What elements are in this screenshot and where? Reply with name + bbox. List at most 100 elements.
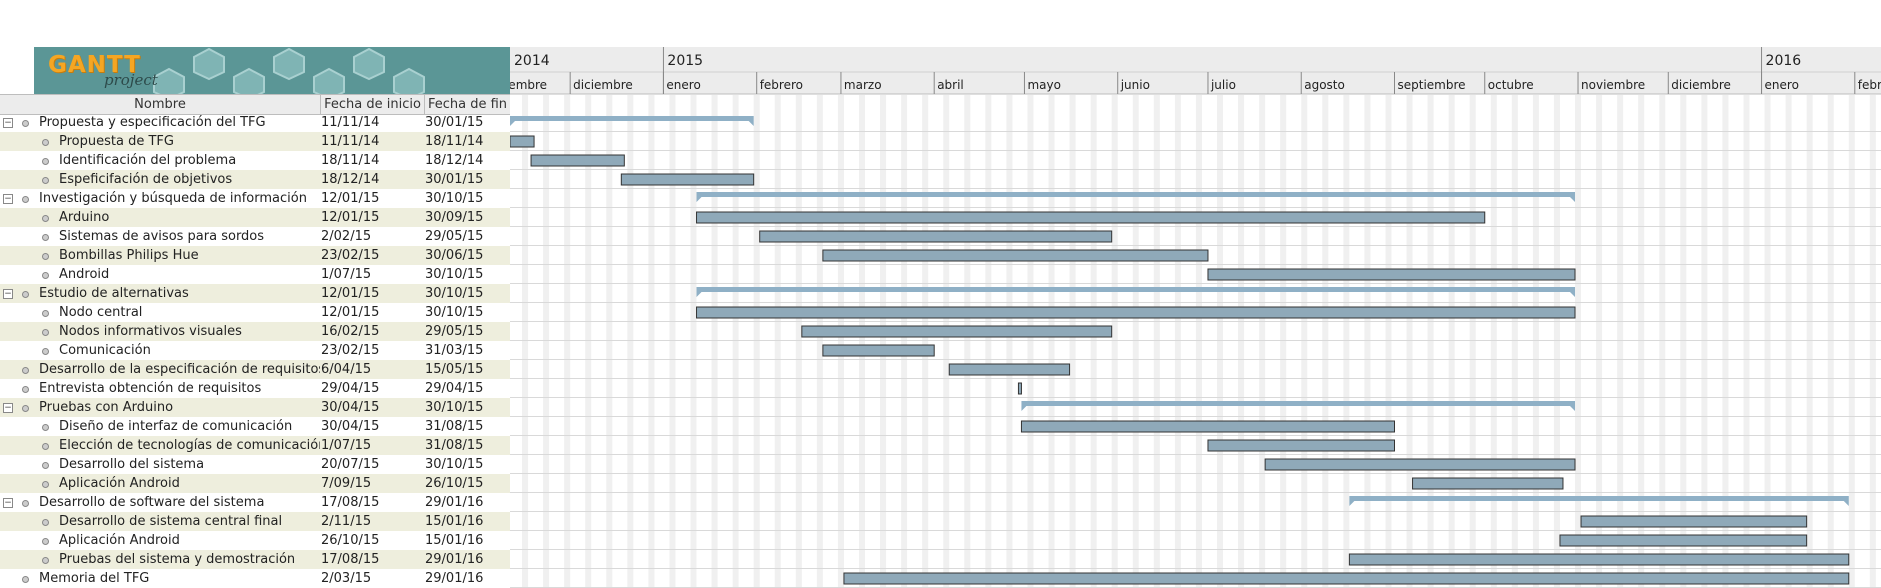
task-name-cell[interactable]: −Pruebas con Arduino xyxy=(0,398,320,417)
task-start-date[interactable]: 17/08/15 xyxy=(321,552,380,567)
task-bar[interactable] xyxy=(759,230,1113,243)
summary-bar[interactable] xyxy=(696,287,1576,292)
summary-bar[interactable] xyxy=(1021,401,1576,406)
collapse-toggle-icon[interactable]: − xyxy=(3,403,13,413)
task-name-cell[interactable]: Desarrollo del sistema xyxy=(0,455,320,474)
task-start-date[interactable]: 18/11/14 xyxy=(321,153,380,168)
task-bar[interactable] xyxy=(1559,534,1808,547)
task-start-date[interactable]: 12/01/15 xyxy=(321,286,380,301)
task-name-cell[interactable]: Arduino xyxy=(0,208,320,227)
task-end-date[interactable]: 29/01/16 xyxy=(425,552,484,567)
task-bar[interactable] xyxy=(696,306,1576,319)
task-bar[interactable] xyxy=(1207,439,1395,452)
task-end-date[interactable]: 30/10/15 xyxy=(425,457,484,472)
task-start-date[interactable]: 30/04/15 xyxy=(321,419,380,434)
task-start-date[interactable]: 12/01/15 xyxy=(321,191,380,206)
task-bar[interactable] xyxy=(1207,268,1576,281)
task-bar[interactable] xyxy=(1020,420,1395,433)
task-start-date[interactable]: 12/01/15 xyxy=(321,305,380,320)
task-name-cell[interactable]: Entrevista obtención de requisitos xyxy=(0,379,320,398)
task-start-date[interactable]: 26/10/15 xyxy=(321,533,380,548)
task-end-date[interactable]: 29/04/15 xyxy=(425,381,484,396)
task-start-date[interactable]: 1/07/15 xyxy=(321,438,372,453)
task-start-date[interactable]: 11/11/14 xyxy=(321,134,380,149)
task-start-date[interactable]: 1/07/15 xyxy=(321,267,372,282)
task-bar[interactable] xyxy=(1348,553,1850,566)
task-name-cell[interactable]: −Propuesta y especificación del TFG xyxy=(0,113,320,132)
task-name-cell[interactable]: Desarrollo de la especificación de requi… xyxy=(0,360,320,379)
task-name-cell[interactable]: −Investigación y búsqueda de información xyxy=(0,189,320,208)
task-start-date[interactable]: 6/04/15 xyxy=(321,362,372,377)
task-end-date[interactable]: 31/03/15 xyxy=(425,343,484,358)
column-header-name[interactable]: Nombre xyxy=(0,95,321,114)
task-bar[interactable] xyxy=(822,344,935,357)
task-end-date[interactable]: 29/01/16 xyxy=(425,495,484,510)
summary-bar[interactable] xyxy=(696,192,1576,197)
task-start-date[interactable]: 17/08/15 xyxy=(321,495,380,510)
task-name-cell[interactable]: Comunicación xyxy=(0,341,320,360)
task-name-cell[interactable]: Diseño de interfaz de comunicación xyxy=(0,417,320,436)
collapse-toggle-icon[interactable]: − xyxy=(3,194,13,204)
task-end-date[interactable]: 30/10/15 xyxy=(425,191,484,206)
task-name-cell[interactable]: Identificación del problema xyxy=(0,151,320,170)
task-name-cell[interactable]: Memoria del TFG xyxy=(0,569,320,588)
task-name-cell[interactable]: Nodos informativos visuales xyxy=(0,322,320,341)
task-end-date[interactable]: 26/10/15 xyxy=(425,476,484,491)
task-row[interactable]: −Investigación y búsqueda de información… xyxy=(0,189,510,208)
task-bar[interactable] xyxy=(510,135,535,148)
task-start-date[interactable]: 2/03/15 xyxy=(321,571,372,586)
task-name-cell[interactable]: −Desarrollo de software del sistema xyxy=(0,493,320,512)
task-start-date[interactable]: 2/11/15 xyxy=(321,514,372,529)
task-start-date[interactable]: 29/04/15 xyxy=(321,381,380,396)
task-end-date[interactable]: 30/01/15 xyxy=(425,172,484,187)
summary-bar[interactable] xyxy=(1349,496,1849,501)
task-end-date[interactable]: 18/11/14 xyxy=(425,134,484,149)
task-name-cell[interactable]: Propuesta de TFG xyxy=(0,132,320,151)
column-header-start-date[interactable]: Fecha de inicio xyxy=(321,95,425,114)
task-end-date[interactable]: 30/10/15 xyxy=(425,267,484,282)
task-start-date[interactable]: 23/02/15 xyxy=(321,248,380,263)
task-bar[interactable] xyxy=(1017,382,1022,395)
task-bar[interactable] xyxy=(1412,477,1564,490)
task-name-cell[interactable]: Elección de tecnologías de comunicación xyxy=(0,436,320,455)
task-start-date[interactable]: 16/02/15 xyxy=(321,324,380,339)
task-start-date[interactable]: 2/02/15 xyxy=(321,229,372,244)
task-bar[interactable] xyxy=(843,572,1850,585)
task-name-cell[interactable]: −Estudio de alternativas xyxy=(0,284,320,303)
task-bar[interactable] xyxy=(530,154,625,167)
task-end-date[interactable]: 30/09/15 xyxy=(425,210,484,225)
task-row[interactable]: Desarrollo de la especificación de requi… xyxy=(0,360,510,379)
task-end-date[interactable]: 18/12/14 xyxy=(425,153,484,168)
task-bar[interactable] xyxy=(822,249,1209,262)
task-end-date[interactable]: 15/05/15 xyxy=(425,362,484,377)
task-end-date[interactable]: 31/08/15 xyxy=(425,419,484,434)
task-end-date[interactable]: 29/05/15 xyxy=(425,324,484,339)
summary-bar[interactable] xyxy=(510,116,754,121)
task-start-date[interactable]: 30/04/15 xyxy=(321,400,380,415)
task-start-date[interactable]: 23/02/15 xyxy=(321,343,380,358)
task-name-cell[interactable]: Pruebas del sistema y demostración xyxy=(0,550,320,569)
task-start-date[interactable]: 11/11/14 xyxy=(321,115,380,130)
collapse-toggle-icon[interactable]: − xyxy=(3,498,13,508)
task-name-cell[interactable]: Aplicación Android xyxy=(0,531,320,550)
column-header-end-date[interactable]: Fecha de fin xyxy=(427,97,508,112)
task-start-date[interactable]: 7/09/15 xyxy=(321,476,372,491)
task-start-date[interactable]: 20/07/15 xyxy=(321,457,380,472)
